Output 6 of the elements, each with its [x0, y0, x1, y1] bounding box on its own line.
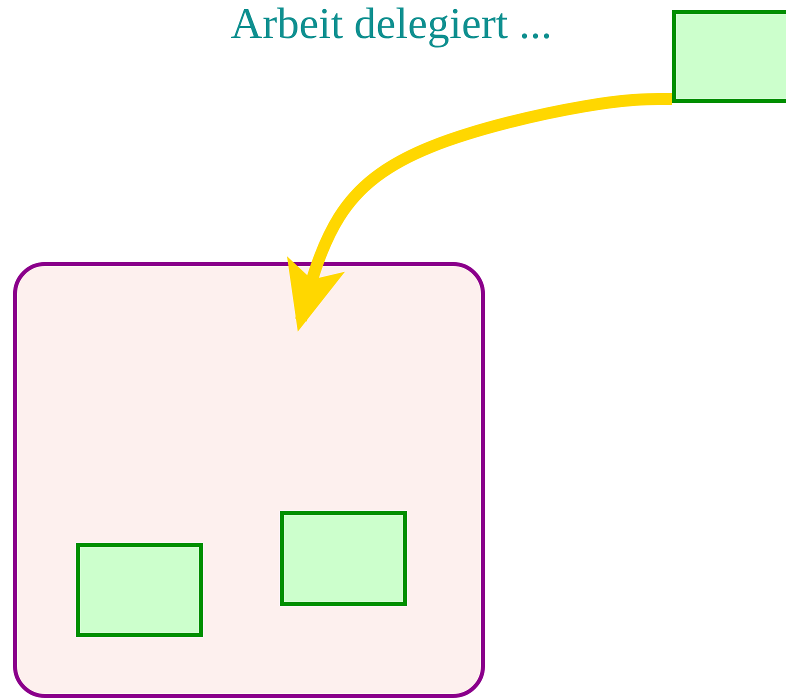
- task-box: [280, 511, 407, 606]
- task-box: [672, 10, 786, 103]
- task-box: [76, 543, 203, 637]
- heading-text: Arbeit delegiert ...: [230, 0, 552, 48]
- group-container: [13, 262, 485, 698]
- curved-arrow: [287, 93, 672, 332]
